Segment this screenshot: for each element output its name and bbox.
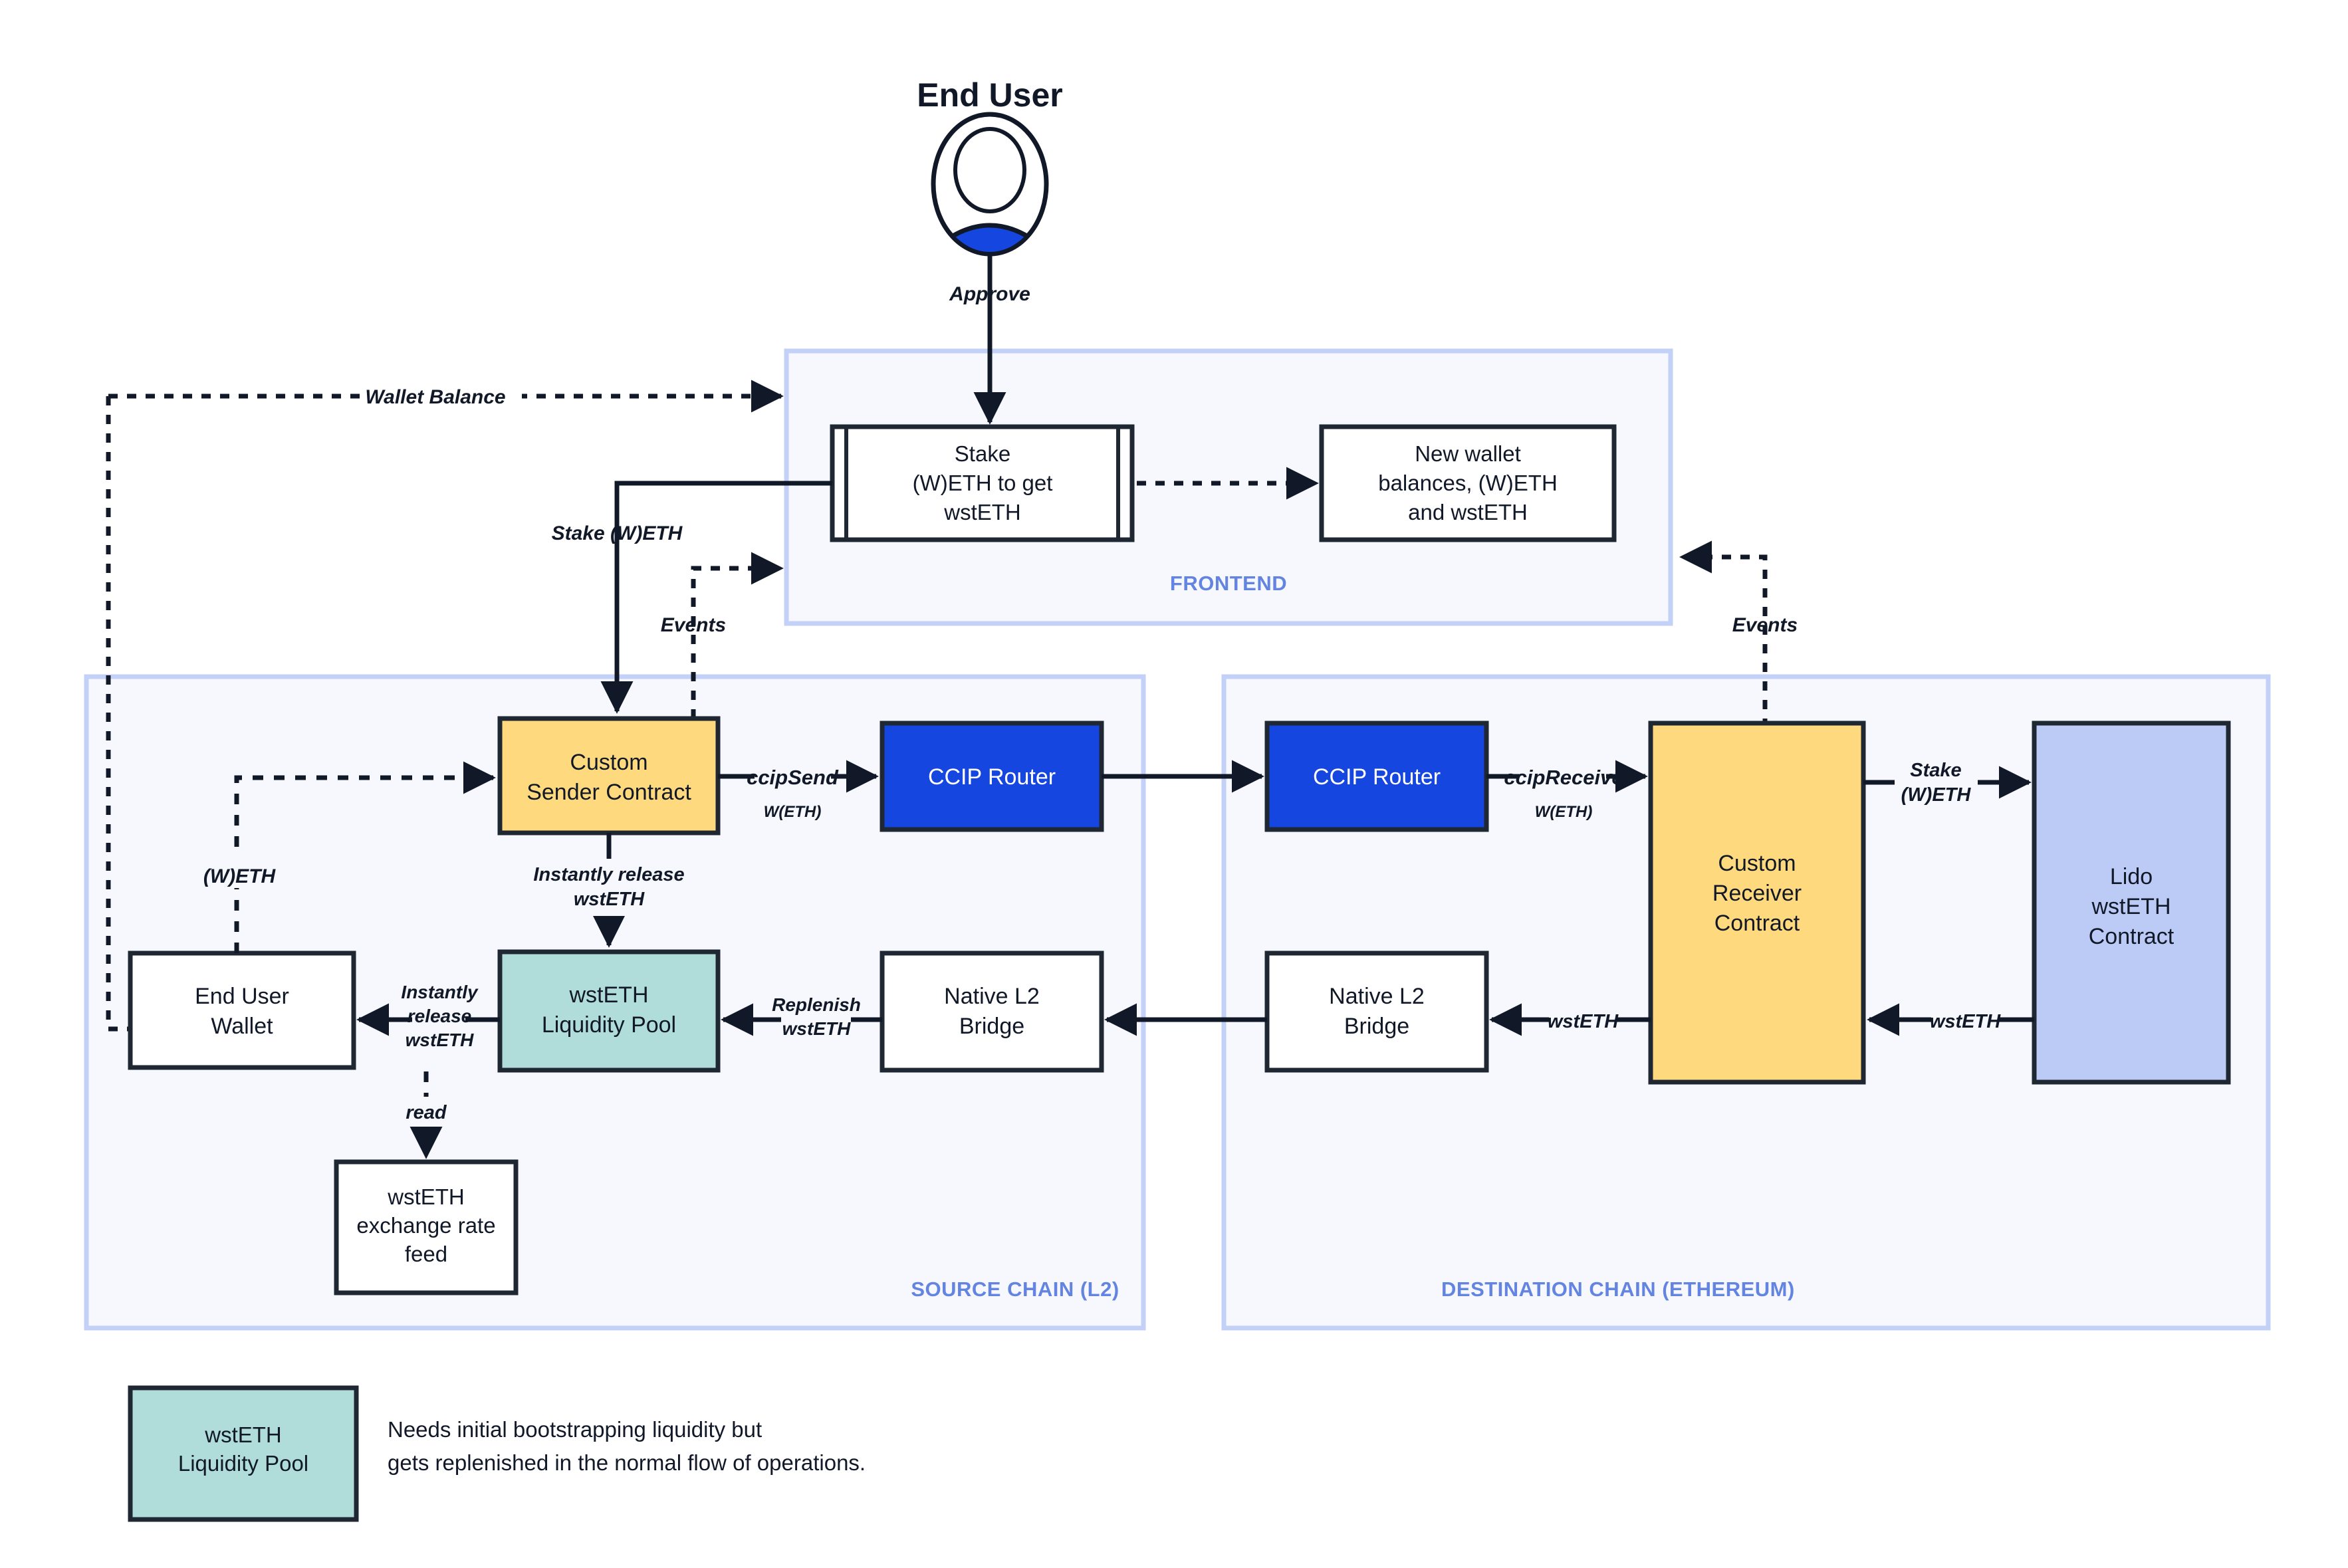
edge-ccip-receive: ccipReceive W(ETH) <box>1486 760 1648 821</box>
edge-instantly-release-sender-pool: Instantly release wstETH <box>532 833 691 948</box>
edge-stake-weth: Stake (W)ETH <box>552 481 832 714</box>
node-new-balances[interactable]: New wallet balances, (W)ETH and wstETH <box>1319 424 1617 542</box>
edge-read: read <box>386 1071 465 1159</box>
node-native-l2-bridge-destination[interactable]: Native L2 Bridge <box>1264 951 1489 1073</box>
node-stake-form-line-1: Stake <box>955 441 1010 466</box>
user-avatar-icon <box>931 112 1049 257</box>
node-end-user-wallet-line-1: End User <box>195 984 289 1009</box>
node-wsteth-liquidity-pool-line-2: Liquidity Pool <box>542 1012 676 1038</box>
edge-replenish: Replenish wstETH <box>721 994 882 1039</box>
edge-ccip-send: ccipSend W(ETH) <box>718 760 879 821</box>
edge-ccip-receive-label: ccipReceive <box>1504 766 1623 789</box>
node-new-balances-line-2: balances, (W)ETH <box>1378 471 1558 495</box>
node-stake-form-line-3: wstETH <box>943 500 1021 524</box>
node-custom-sender-contract[interactable]: Custom Sender Contract <box>497 716 721 836</box>
node-custom-sender-contract-line-1: Custom <box>570 750 647 775</box>
edge-stake-weth-lido-line-2: (W)ETH <box>1901 784 1972 806</box>
legend-note-line-2: gets replenished in the normal flow of o… <box>388 1450 866 1475</box>
node-custom-receiver-contract-line-2: Receiver <box>1712 881 1802 906</box>
node-ccip-router-source-label: CCIP Router <box>928 764 1056 790</box>
edge-instantly-release-pool-wallet: Instantly release wstETH <box>356 982 500 1050</box>
edge-stake-weth-label: Stake (W)ETH <box>552 522 683 544</box>
node-lido-wsteth-contract[interactable]: Lido wstETH Contract <box>2032 721 2231 1085</box>
edge-weth-label: (W)ETH <box>203 865 277 887</box>
edge-instantly-release-sender-pool-line-1: Instantly release <box>533 864 684 885</box>
node-ccip-router-source[interactable]: CCIP Router <box>880 721 1104 832</box>
edge-stake-weth-lido: Stake (W)ETH <box>1863 760 2032 806</box>
node-custom-sender-contract-line-2: Sender Contract <box>527 780 691 805</box>
node-lido-wsteth-contract-line-3: Contract <box>2089 924 2174 949</box>
legend-swatch-line-1: wstETH <box>204 1422 282 1447</box>
container-frontend-label: FRONTEND <box>1170 572 1287 595</box>
edge-wallet-balance-label: Wallet Balance <box>365 386 505 408</box>
edge-ccip-send-label: ccipSend <box>747 766 839 789</box>
node-wsteth-exchange-rate-feed-line-3: feed <box>405 1242 447 1266</box>
node-end-user-wallet[interactable]: End User Wallet <box>128 951 356 1070</box>
node-stake-form[interactable]: Stake (W)ETH to get wstETH <box>830 424 1135 542</box>
node-end-user-wallet-line-2: Wallet <box>211 1014 273 1039</box>
node-new-balances-line-3: and wstETH <box>1408 500 1528 524</box>
node-wsteth-liquidity-pool-line-1: wstETH <box>569 982 649 1008</box>
node-wsteth-exchange-rate-feed[interactable]: wstETH exchange rate feed <box>334 1159 519 1295</box>
edge-replenish-line-1: Replenish <box>772 994 861 1015</box>
edge-stake-weth-lido-line-1: Stake <box>1910 760 1961 781</box>
node-wsteth-exchange-rate-feed-line-2: exchange rate <box>356 1213 495 1238</box>
actor-end-user: End User <box>917 76 1063 257</box>
edge-events-right: Events <box>1679 540 1798 728</box>
node-lido-wsteth-contract-line-1: Lido <box>2110 864 2153 889</box>
edge-events-left: Events <box>661 552 784 719</box>
legend-swatch <box>128 1385 359 1522</box>
node-custom-receiver-contract-line-1: Custom <box>1718 851 1796 876</box>
edge-ccip-receive-sublabel: W(ETH) <box>1535 803 1593 821</box>
edge-wsteth-lido-receiver-label: wstETH <box>1930 1011 2001 1032</box>
node-wsteth-liquidity-pool[interactable]: wstETH Liquidity Pool <box>497 949 721 1073</box>
node-new-balances-line-1: New wallet <box>1415 441 1521 466</box>
node-ccip-router-destination-label: CCIP Router <box>1313 764 1441 790</box>
edge-wsteth-receiver-bridge-label: wstETH <box>1548 1011 1619 1032</box>
node-native-l2-bridge-source-line-2: Bridge <box>959 1014 1024 1039</box>
node-lido-wsteth-contract-line-2: wstETH <box>2091 894 2171 919</box>
legend-note-line-1: Needs initial bootstrapping liquidity bu… <box>388 1417 762 1442</box>
node-custom-receiver-contract-line-3: Contract <box>1714 911 1800 936</box>
edge-instantly-release-pool-wallet-line-3: wstETH <box>406 1030 474 1050</box>
node-native-l2-bridge-destination-line-1: Native L2 <box>1329 984 1425 1009</box>
node-wsteth-exchange-rate-feed-line-1: wstETH <box>387 1184 465 1209</box>
edge-approve-label: Approve <box>949 283 1030 305</box>
legend: wstETH Liquidity Pool Needs initial boot… <box>128 1385 866 1522</box>
node-custom-receiver-contract[interactable]: Custom Receiver Contract <box>1648 721 1866 1085</box>
node-native-l2-bridge-source[interactable]: Native L2 Bridge <box>880 951 1104 1073</box>
edge-instantly-release-pool-wallet-line-2: release <box>408 1006 472 1026</box>
edge-ccip-send-sublabel: W(ETH) <box>764 803 822 821</box>
edge-instantly-release-sender-pool-line-2: wstETH <box>574 889 645 910</box>
edge-instantly-release-pool-wallet-line-1: Instantly <box>401 982 479 1002</box>
container-destination-chain-label: DESTINATION CHAIN (ETHEREUM) <box>1441 1278 1795 1301</box>
node-native-l2-bridge-source-line-1: Native L2 <box>944 984 1040 1009</box>
node-native-l2-bridge-destination-line-2: Bridge <box>1344 1014 1409 1039</box>
edge-wallet-balance: Wallet Balance <box>106 376 784 1032</box>
node-ccip-router-destination[interactable]: CCIP Router <box>1264 721 1489 832</box>
edge-wsteth-receiver-bridge: wstETH <box>1489 1003 1651 1036</box>
end-user-title: End User <box>917 76 1063 114</box>
edge-events-left-label: Events <box>661 614 726 636</box>
edge-weth: (W)ETH <box>186 761 496 953</box>
container-source-chain-label: SOURCE CHAIN (L2) <box>911 1278 1119 1301</box>
legend-swatch-line-2: Liquidity Pool <box>178 1451 308 1476</box>
edge-replenish-line-2: wstETH <box>782 1018 851 1039</box>
edge-approve: Approve <box>949 254 1030 425</box>
edge-read-label: read <box>406 1102 447 1123</box>
edge-wsteth-lido-receiver: wstETH <box>1867 1003 2034 1036</box>
node-stake-form-line-2: (W)ETH to get <box>913 471 1053 495</box>
edge-events-right-label: Events <box>1732 614 1798 636</box>
